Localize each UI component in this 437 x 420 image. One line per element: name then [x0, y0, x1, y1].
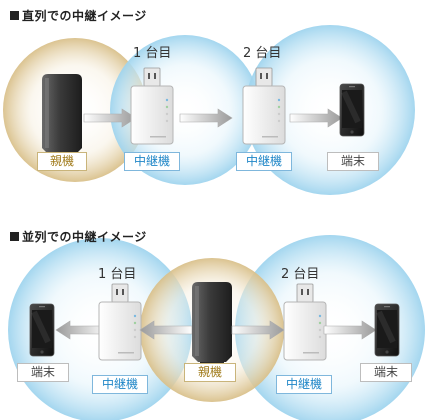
smartphone-icon: [375, 304, 399, 356]
repeater1-ordinal: 1 台目: [133, 46, 172, 61]
repeater2-label: 中継機: [236, 152, 292, 171]
heading-square-icon: [10, 232, 19, 241]
heading-square-icon: [10, 11, 19, 20]
section-heading-text: 直列での中継イメージ: [22, 9, 147, 23]
repeater1-label: 中継機: [124, 152, 180, 171]
repeater2-ordinal: 2 台目: [243, 46, 282, 61]
repeater1-ordinal: 1 台目: [98, 267, 137, 282]
section-heading-parallel: 並列での中継イメージ: [10, 228, 147, 245]
section-heading-serial: 直列での中継イメージ: [10, 7, 147, 24]
terminal-label: 端末: [327, 152, 379, 171]
smartphone-icon: [30, 304, 54, 356]
terminal-right-label: 端末: [360, 363, 412, 382]
parent-label: 親機: [184, 363, 236, 382]
repeater2-label: 中継機: [276, 375, 332, 394]
terminal-left-label: 端末: [17, 363, 69, 382]
router-icon: [42, 74, 82, 158]
repeater2-ordinal: 2 台目: [281, 267, 320, 282]
repeater1-label: 中継機: [92, 375, 148, 394]
smartphone-icon: [340, 84, 364, 136]
router-icon: [192, 282, 232, 366]
section-heading-text: 並列での中継イメージ: [22, 230, 147, 244]
parent-label: 親機: [37, 152, 87, 171]
